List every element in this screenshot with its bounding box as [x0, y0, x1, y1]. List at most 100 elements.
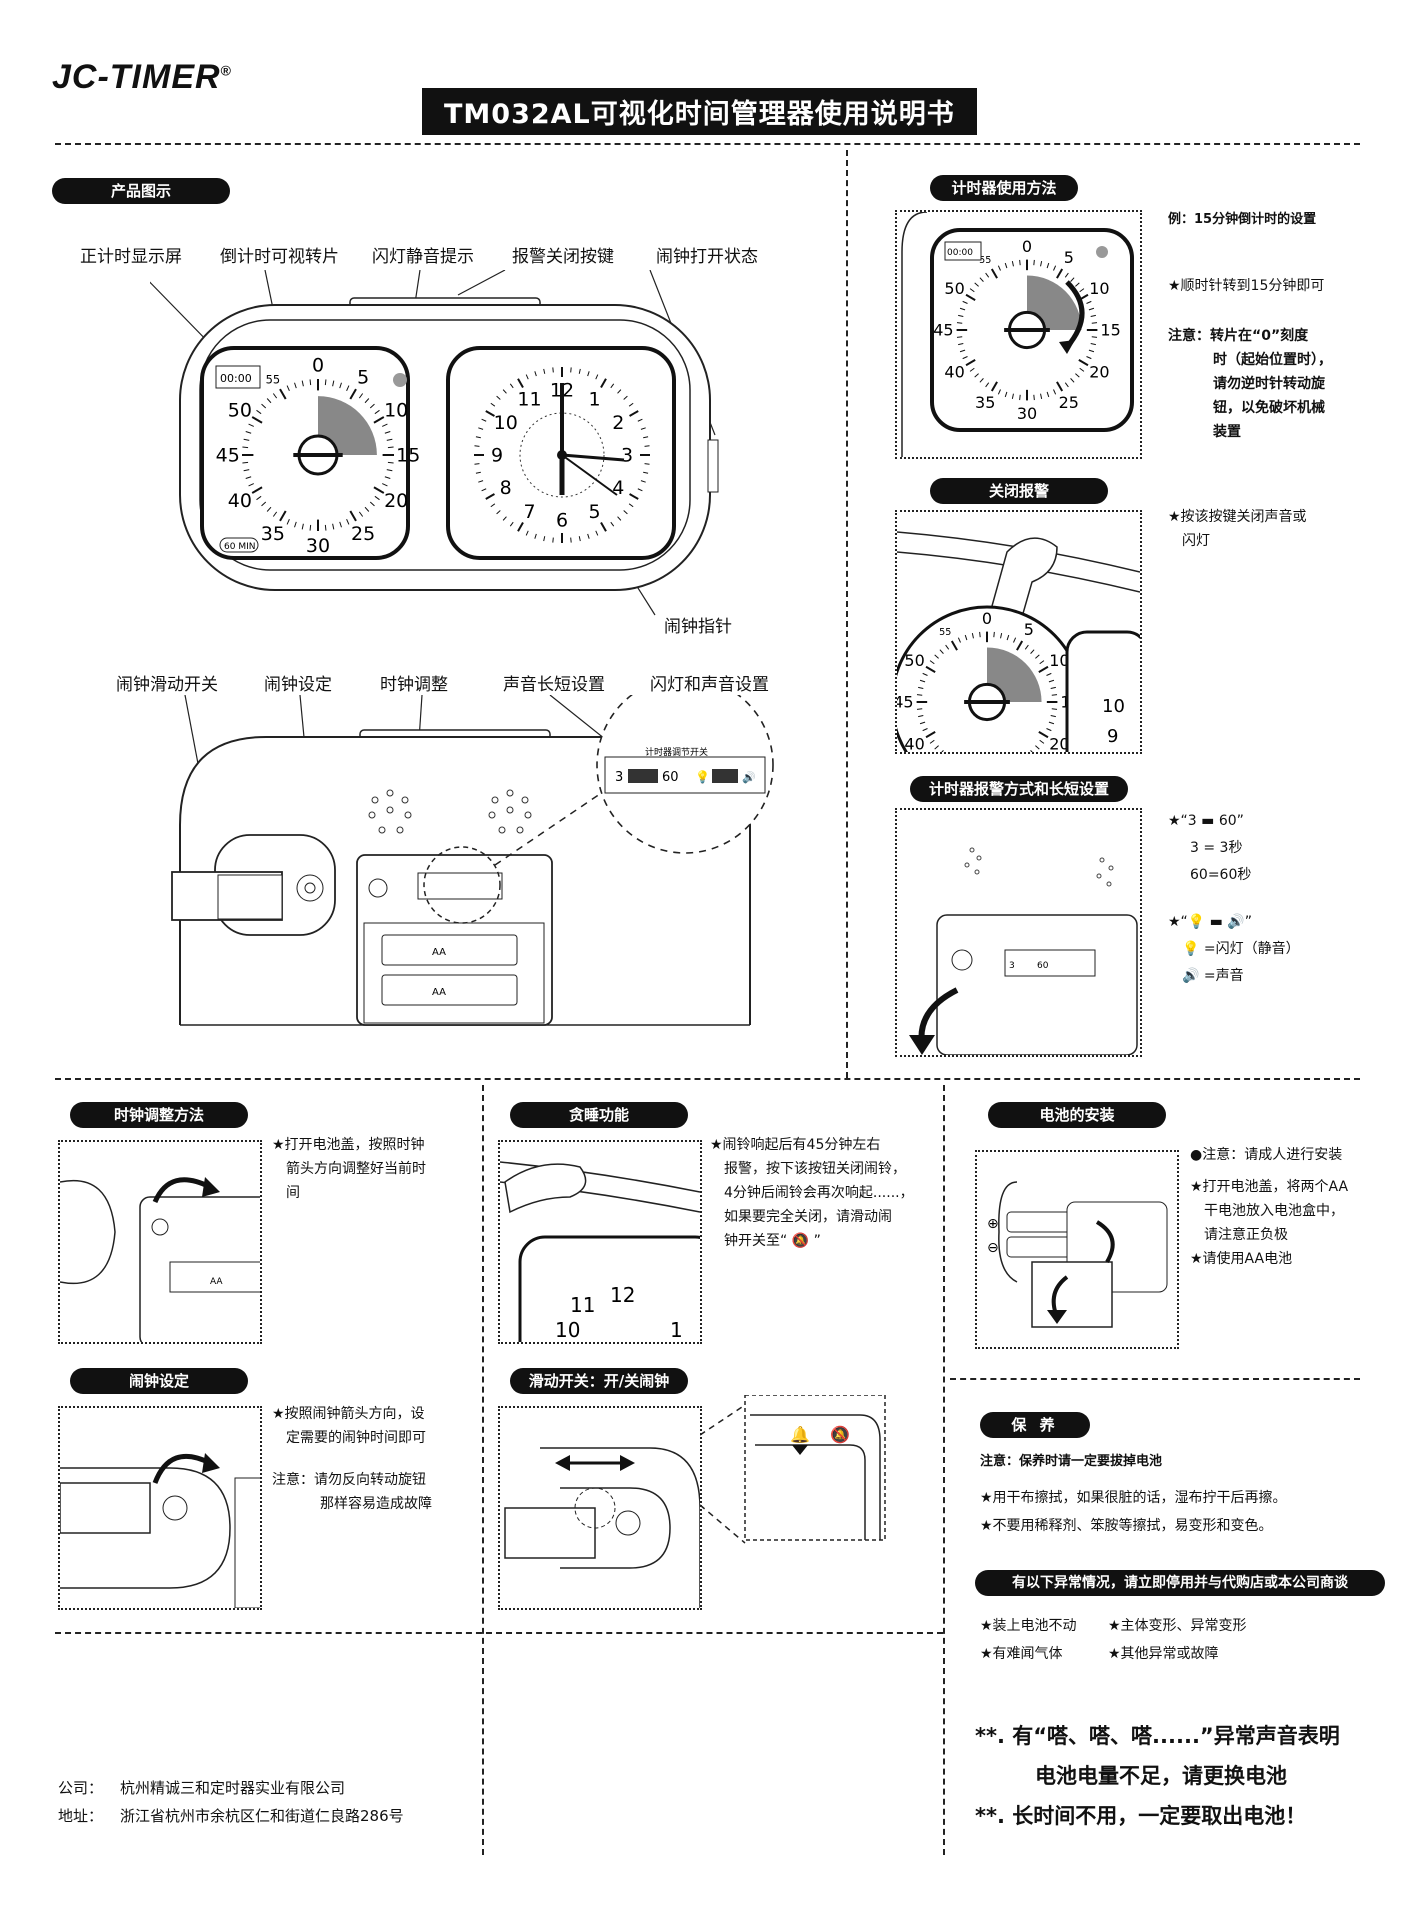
tick [629, 410, 639, 417]
svg-text:60: 60 [662, 770, 679, 785]
dial-number: 25 [1059, 393, 1079, 412]
tick [990, 381, 998, 392]
timer-use-example: 例：15分钟倒计时的设置 [1168, 212, 1317, 227]
tick [997, 265, 1001, 271]
clock-center [557, 450, 567, 460]
dial-number: 0 [312, 354, 324, 376]
tick [578, 368, 581, 374]
tick [251, 486, 263, 494]
tick [922, 672, 928, 676]
tick [294, 382, 297, 389]
tick [1064, 272, 1069, 278]
svg-text:10: 10 [555, 1318, 580, 1342]
tick [587, 533, 590, 539]
tick [941, 750, 944, 752]
clock-adjust-figure: AA [58, 1140, 262, 1344]
tick [243, 469, 250, 472]
product-back-illustration: AA AA 计时器调节开关 3 60 💡 🔊 [171, 695, 774, 1026]
tick [617, 389, 622, 394]
tick [950, 640, 958, 651]
tick [1006, 634, 1010, 641]
tick [266, 506, 272, 512]
company-name: 杭州精诚三和定时器实业有限公司 [120, 1779, 346, 1797]
warning-block: **. 有“嗒、嗒、嗒......”异常声音表明 电池电量不足，请更换电池 **… [975, 1716, 1340, 1836]
tick [617, 516, 622, 521]
tick [958, 343, 964, 346]
brand-logo: JC-TIMER® [52, 58, 232, 96]
tick [925, 731, 936, 739]
tick [502, 389, 507, 394]
dial-number: 15 [396, 445, 420, 467]
tick [534, 371, 537, 377]
svg-text:3: 3 [1009, 961, 1015, 971]
tick [485, 410, 495, 417]
label-sound-length: 声音长短设置 [503, 675, 605, 695]
tick [628, 503, 634, 508]
tick [962, 300, 968, 304]
care-items: ★用干布擦拭，如果很脏的话，湿布拧干后再擦。 ★不要用稀释剂、笨胺等擦拭，易变形… [980, 1490, 1287, 1534]
svg-text:AA: AA [210, 1277, 223, 1287]
tick [1091, 336, 1098, 338]
tick [1048, 679, 1055, 683]
tick [478, 480, 484, 483]
tick [919, 721, 926, 725]
tick [256, 495, 262, 501]
tick [1046, 672, 1052, 676]
dial-number: 0 [982, 609, 992, 628]
dial-number: 10 [1089, 279, 1109, 298]
dial-number: 55 [979, 255, 991, 266]
page-title: TM032AL可视化时间管理器使用说明书 [422, 88, 977, 135]
dial-number: 35 [975, 393, 995, 412]
tick [1035, 654, 1040, 659]
alarm-off-text: ★按该按键关闭声音或 闪灯 [1168, 509, 1307, 549]
tick [974, 373, 979, 378]
dial-number: 50 [228, 400, 252, 422]
label-alarm-slide-switch: 闹钟滑动开关 [116, 675, 218, 695]
tick [242, 461, 249, 464]
tick [286, 519, 290, 525]
svg-text:⊕: ⊕ [987, 1216, 999, 1232]
section-clock-adjust: 时钟调整方法 [70, 1102, 248, 1128]
tick [1053, 265, 1057, 271]
tick [965, 359, 976, 367]
tick [925, 665, 936, 673]
tick [552, 537, 554, 543]
tick [384, 431, 391, 434]
tick [623, 510, 628, 515]
timer-use-step: ★顺时针转到15分钟即可 [1168, 278, 1325, 294]
tick [985, 382, 990, 388]
tick [509, 383, 514, 389]
clock-number: 7 [523, 501, 535, 523]
tick [490, 503, 496, 508]
tick [1086, 356, 1092, 360]
tick [534, 533, 537, 539]
tick [643, 471, 649, 474]
tick [985, 272, 990, 278]
section-alarm-set: 闹钟设定 [70, 1368, 248, 1394]
svg-text:🔔: 🔔 [790, 1425, 810, 1444]
tick [610, 521, 615, 527]
tick [1050, 686, 1056, 689]
tick [387, 446, 394, 449]
tick [248, 483, 254, 487]
tick [242, 446, 249, 449]
care-note: 注意：保养时请一定要拔掉电池 [980, 1454, 1163, 1469]
tick [481, 418, 487, 422]
tick [1056, 381, 1064, 392]
tick [543, 368, 546, 374]
tick [979, 378, 984, 383]
tick [1004, 262, 1008, 269]
warning-replace: 电池电量不足，请更换电池 [1035, 1764, 1287, 1788]
dial-number: 5 [1024, 620, 1034, 639]
countdown-sector [318, 396, 377, 455]
tick [301, 380, 304, 387]
tick [294, 521, 297, 528]
dial-number: 40 [228, 490, 252, 512]
warning-remove: **. 长时间不用，一定要取出电池！ [975, 1804, 1307, 1828]
tick [266, 398, 272, 404]
dial-number: 45 [897, 693, 914, 712]
tick [929, 660, 935, 665]
tick [1013, 637, 1017, 643]
tick [301, 523, 304, 530]
battery-figure: ⊕ ⊖ [975, 1150, 1179, 1349]
